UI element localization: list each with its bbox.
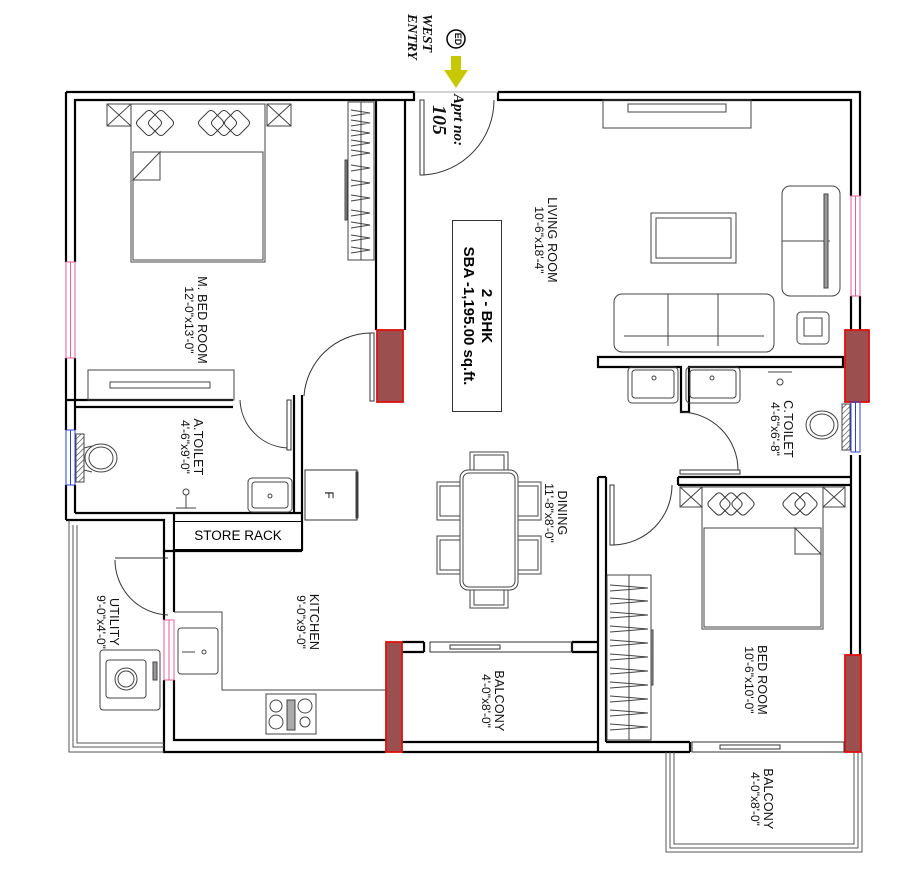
entry-line-1: WEST bbox=[419, 14, 434, 53]
room-dim: 4'-6"x9'-0" bbox=[178, 420, 192, 474]
plan-title: 2 - BHK bbox=[478, 288, 495, 344]
bedroom-furniture bbox=[606, 486, 846, 741]
columns bbox=[376, 329, 870, 753]
room-label-attached-toilet: A.TOILET 4'-6"x9'-0" bbox=[175, 402, 207, 492]
entry-arrow-icon bbox=[444, 29, 468, 88]
plan-area: SBA -1,195.00 sq.ft. bbox=[460, 246, 477, 386]
apartment-number: 105 bbox=[428, 105, 450, 135]
room-name: DINING bbox=[555, 490, 569, 536]
room-name: BED ROOM bbox=[755, 645, 769, 715]
room-dim: 4'-0"x8'-0" bbox=[479, 674, 493, 728]
outer-walls bbox=[64, 90, 862, 754]
room-dim: 4'-6"x6'-8" bbox=[768, 402, 782, 456]
room-label-common-toilet: C.TOILET 4'-6"x6'-8" bbox=[765, 384, 797, 474]
windows bbox=[65, 195, 861, 681]
master-bed bbox=[87, 101, 375, 401]
store-rack: STORE RACK bbox=[174, 521, 302, 550]
room-dim: 4'-0"x8'-0" bbox=[748, 772, 762, 826]
apartment-label-text: Aprt no: bbox=[450, 93, 466, 147]
room-dim: 9'-0"x4'-0" bbox=[94, 595, 108, 649]
room-name: BALCONY bbox=[761, 768, 775, 830]
room-dim: 9'-0"x9'-0" bbox=[294, 595, 308, 649]
room-name: LIVING ROOM bbox=[545, 197, 559, 283]
entry-label: WEST ENTRY bbox=[402, 14, 434, 74]
room-label-living-room: LIVING ROOM 10'-6"x18'-4" bbox=[529, 185, 561, 295]
room-label-dining: DINING 11'-8"x8'-0" bbox=[539, 468, 571, 558]
entry-symbol: ED bbox=[453, 32, 463, 46]
plan-title-box: 2 - BHK SBA -1,195.00 sq.ft. bbox=[452, 220, 502, 412]
balcony-railings bbox=[68, 520, 863, 853]
room-label-bedroom: BED ROOM 10'-6"x10'-0" bbox=[739, 625, 771, 735]
entry-line-2: ENTRY bbox=[404, 14, 419, 60]
room-label-utility: UTILITY 9'-0"x4'-0" bbox=[91, 577, 123, 667]
room-label-balcony-center: BALCONY 4'-0"x8'-0" bbox=[476, 656, 508, 746]
fridge-label: F bbox=[322, 491, 336, 499]
room-dim: 11'-8"x8'-0" bbox=[542, 483, 556, 543]
room-name: BALCONY bbox=[492, 670, 506, 732]
c-toilet-fixtures bbox=[627, 366, 851, 451]
living-furniture bbox=[602, 99, 841, 353]
room-name: KITCHEN bbox=[307, 593, 321, 651]
room-label-master-bedroom: M. BED ROOM 12'-0"x13'-0" bbox=[179, 265, 211, 375]
a-toilet-fixtures bbox=[75, 433, 293, 513]
doors bbox=[114, 91, 845, 753]
room-label-kitchen: KITCHEN 9'-0"x9'-0" bbox=[291, 577, 323, 667]
room-label-balcony-right: BALCONY 4'-0"x8'-0" bbox=[745, 754, 777, 844]
room-dim: 10'-6"x10'-0" bbox=[742, 646, 756, 714]
room-dim: 10'-6"x18'-4" bbox=[532, 206, 546, 274]
kitchen-fixtures bbox=[99, 469, 386, 735]
room-name: M. BED ROOM bbox=[195, 276, 209, 364]
room-name: A.TOILET bbox=[191, 418, 205, 476]
room-dim: 12'-0"x13'-0" bbox=[182, 286, 196, 354]
dining-table bbox=[436, 451, 542, 609]
room-name: UTILITY bbox=[107, 598, 121, 646]
room-name: C.TOILET bbox=[781, 400, 795, 458]
apartment-label: Aprt no: 105 bbox=[426, 80, 466, 160]
